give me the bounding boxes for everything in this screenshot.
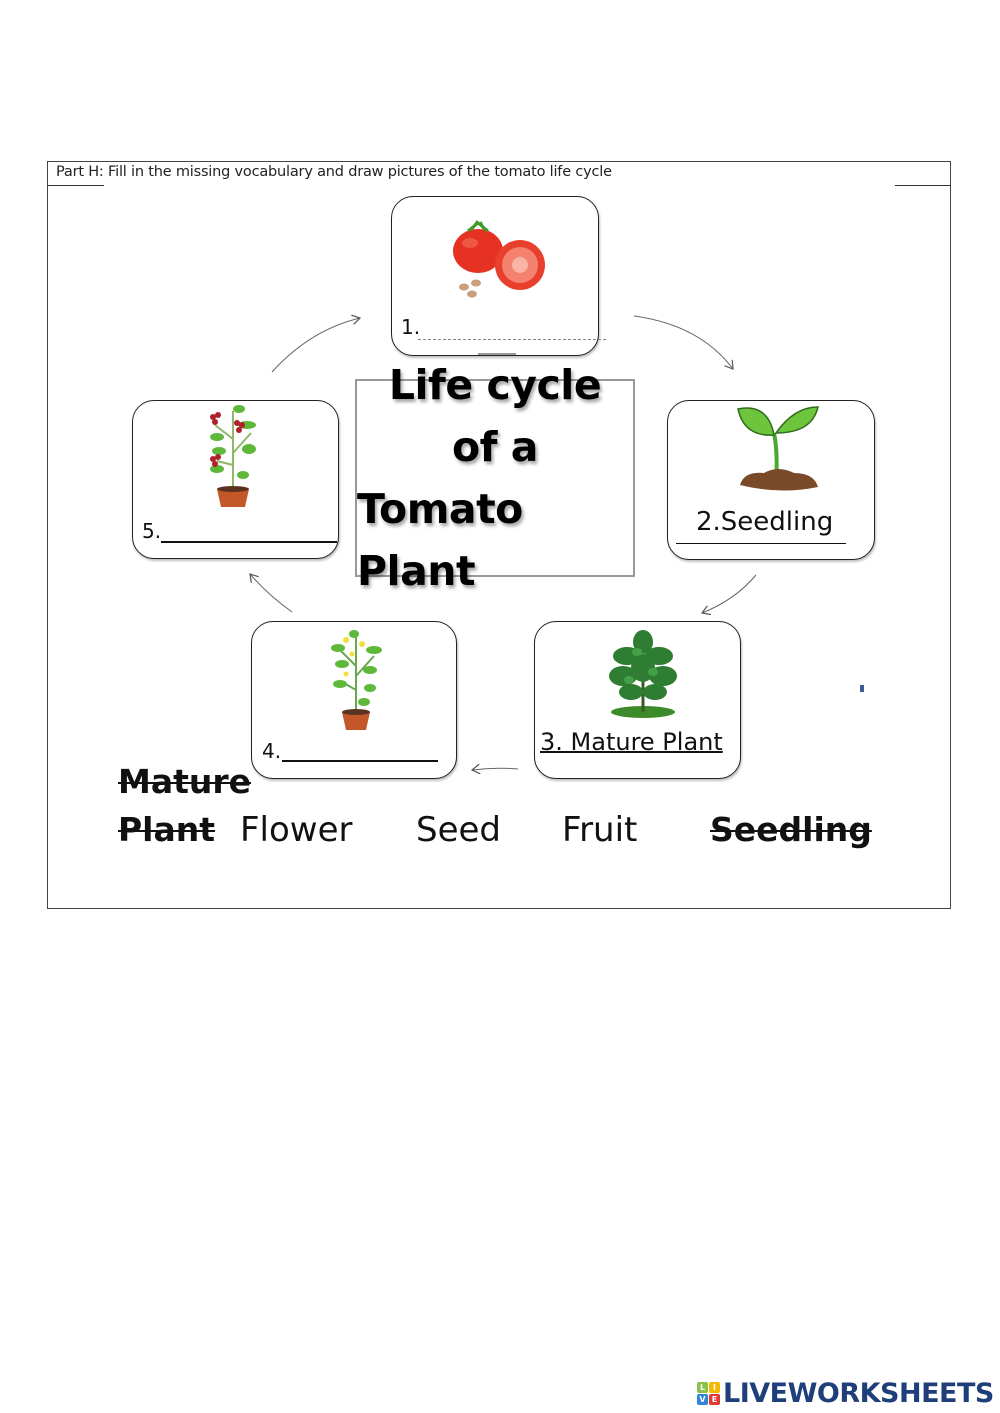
stage-4-answer-blank[interactable] — [282, 760, 438, 762]
arrow-1-to-2 — [633, 315, 733, 369]
stage-card-5: 5. — [132, 400, 339, 559]
mature-plant-icon — [609, 630, 677, 718]
stage-1-number: 1. — [401, 315, 421, 339]
header-rule-right — [895, 185, 951, 186]
stray-marker — [860, 685, 864, 692]
logo-tile-l: L — [697, 1382, 708, 1393]
arrow-4-to-5 — [250, 574, 293, 613]
word-bank-seed[interactable]: Seed — [416, 810, 501, 850]
title-line-3: Tomato Plant — [357, 485, 523, 595]
stage-3-label: 3. Mature Plant — [540, 728, 723, 756]
stage-card-4: 4. — [251, 621, 457, 779]
word-bank-mature[interactable]: Mature — [118, 762, 252, 801]
word-bank-plant[interactable]: Plant — [118, 810, 216, 849]
arrow-5-to-1 — [271, 318, 360, 373]
stage-4-number: 4. — [262, 739, 282, 763]
title-line-2: of a — [452, 423, 538, 471]
stage-5-answer-blank[interactable] — [161, 541, 337, 543]
stage-card-3: 3. Mature Plant — [534, 621, 741, 779]
cycle-arrows — [0, 0, 757, 913]
word-bank-fruit[interactable]: Fruit — [562, 810, 638, 850]
title-box: Life cycle of a Tomato Plant — [355, 361, 635, 595]
stage-card-2: 2.Seedling — [667, 400, 875, 560]
instruction-text: Part H: Fill in the missing vocabulary a… — [56, 164, 612, 180]
word-bank-seedling[interactable]: Seedling — [710, 810, 872, 849]
word-bank-flower[interactable]: Flower — [240, 810, 353, 850]
stage-card-1: 1. — [391, 196, 606, 356]
arrow-2-to-3 — [702, 574, 757, 613]
worksheet-frame — [47, 161, 951, 909]
stage-2-answer-line[interactable] — [676, 543, 846, 544]
logo-tile-v: V — [697, 1394, 708, 1405]
seedling-icon — [737, 406, 819, 491]
stage-5-number: 5. — [142, 519, 162, 543]
title-line-1: Life cycle — [388, 361, 602, 409]
stage-2-label: 2.Seedling — [696, 507, 834, 537]
stage-1-answer-blank[interactable] — [418, 339, 606, 340]
live-tiles-icon: L I V E — [697, 1382, 720, 1405]
brand-name: LIVEWORKSHEETS — [723, 1378, 994, 1409]
arrow-3-to-4 — [472, 768, 519, 770]
logo-tile-i: I — [709, 1382, 720, 1393]
fruiting-plant-icon — [210, 405, 256, 507]
logo-tile-e: E — [709, 1394, 720, 1405]
tomato-fruit-icon — [453, 220, 545, 298]
liveworksheets-logo[interactable]: L I V E LIVEWORKSHEETS — [697, 1378, 994, 1409]
header-rule-left — [47, 185, 104, 186]
stage-1-underline-mark — [478, 353, 516, 355]
flowering-plant-icon — [331, 630, 382, 730]
